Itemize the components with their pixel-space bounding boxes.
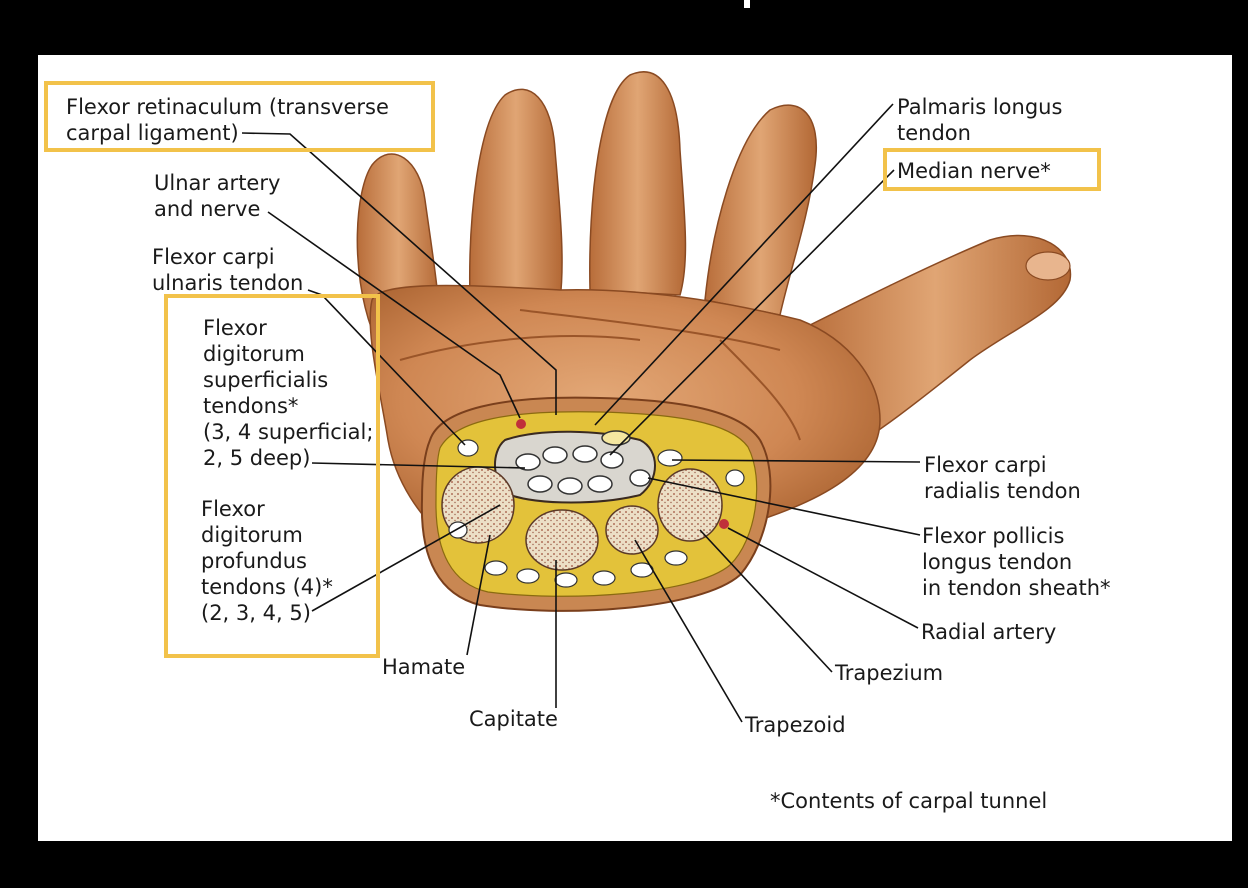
ulnar-artery-dot (516, 419, 526, 429)
extensor-tendon (664, 550, 688, 566)
extensor-tendon (725, 469, 745, 487)
palm-crease-1 (399, 335, 641, 361)
label-capitate: Capitate (469, 707, 558, 731)
highlight-box-flexor-tendons (164, 294, 380, 658)
ring-finger (469, 88, 563, 301)
tendon (515, 453, 541, 471)
trapezium-bone (657, 468, 723, 542)
tendon (587, 475, 613, 493)
tendon (572, 445, 598, 463)
label-trapezium: Trapezium (835, 661, 944, 685)
trapezoid-bone (605, 505, 659, 555)
fcu-tendon-shape (457, 439, 479, 457)
label-median-nerve: Median nerve* (897, 159, 1051, 183)
palm-crease-2 (519, 309, 781, 351)
fcr-tendon-shape (657, 449, 683, 467)
highlight-box-median-nerve (883, 148, 1101, 191)
tendon (527, 475, 553, 493)
label-radial-artery: Radial artery (921, 620, 1057, 644)
label-flexor-carpi-radialis: Flexor carpi radialis tendon (924, 453, 1081, 503)
extensor-tendon (592, 570, 616, 586)
tendon (600, 451, 624, 469)
label-hamate: Hamate (382, 655, 466, 679)
label-palmaris-longus: Palmaris longus tendon (897, 95, 1063, 145)
label-flexor-pollicis-longus: Flexor pollicis longus tendon in tendon … (922, 524, 1111, 600)
capitate-bone (525, 509, 599, 571)
median-nerve-shape (601, 430, 631, 446)
thenar-crease (719, 339, 801, 441)
label-fdp-tendons: Flexor digitorum profundus tendons (4)* … (201, 497, 333, 625)
index-finger (704, 104, 817, 316)
extensor-tendon (484, 560, 508, 576)
extensor-tendon (554, 572, 578, 588)
label-ulnar-artery-nerve: Ulnar artery and nerve (154, 171, 281, 221)
footnote: *Contents of carpal tunnel (770, 789, 1048, 813)
thumbnail (1025, 251, 1071, 281)
middle-finger (589, 71, 687, 296)
label-flexor-carpi-ulnaris: Flexor carpi ulnaris tendon (152, 245, 304, 295)
top-marker (744, 0, 750, 8)
tendon (542, 446, 568, 464)
label-flexor-retinaculum: Flexor retinaculum (transverse carpal li… (66, 95, 389, 145)
fpl-tendon-shape (629, 469, 651, 487)
extensor-tendon (516, 568, 540, 584)
label-fds-tendons: Flexor digitorum superficialis tendons* … (203, 316, 374, 470)
leader-lines (241, 103, 921, 723)
highlight-box-flexor-retinaculum (44, 81, 435, 152)
radial-artery-dot (719, 519, 729, 529)
tendon (557, 477, 583, 495)
label-trapezoid: Trapezoid (745, 713, 846, 737)
